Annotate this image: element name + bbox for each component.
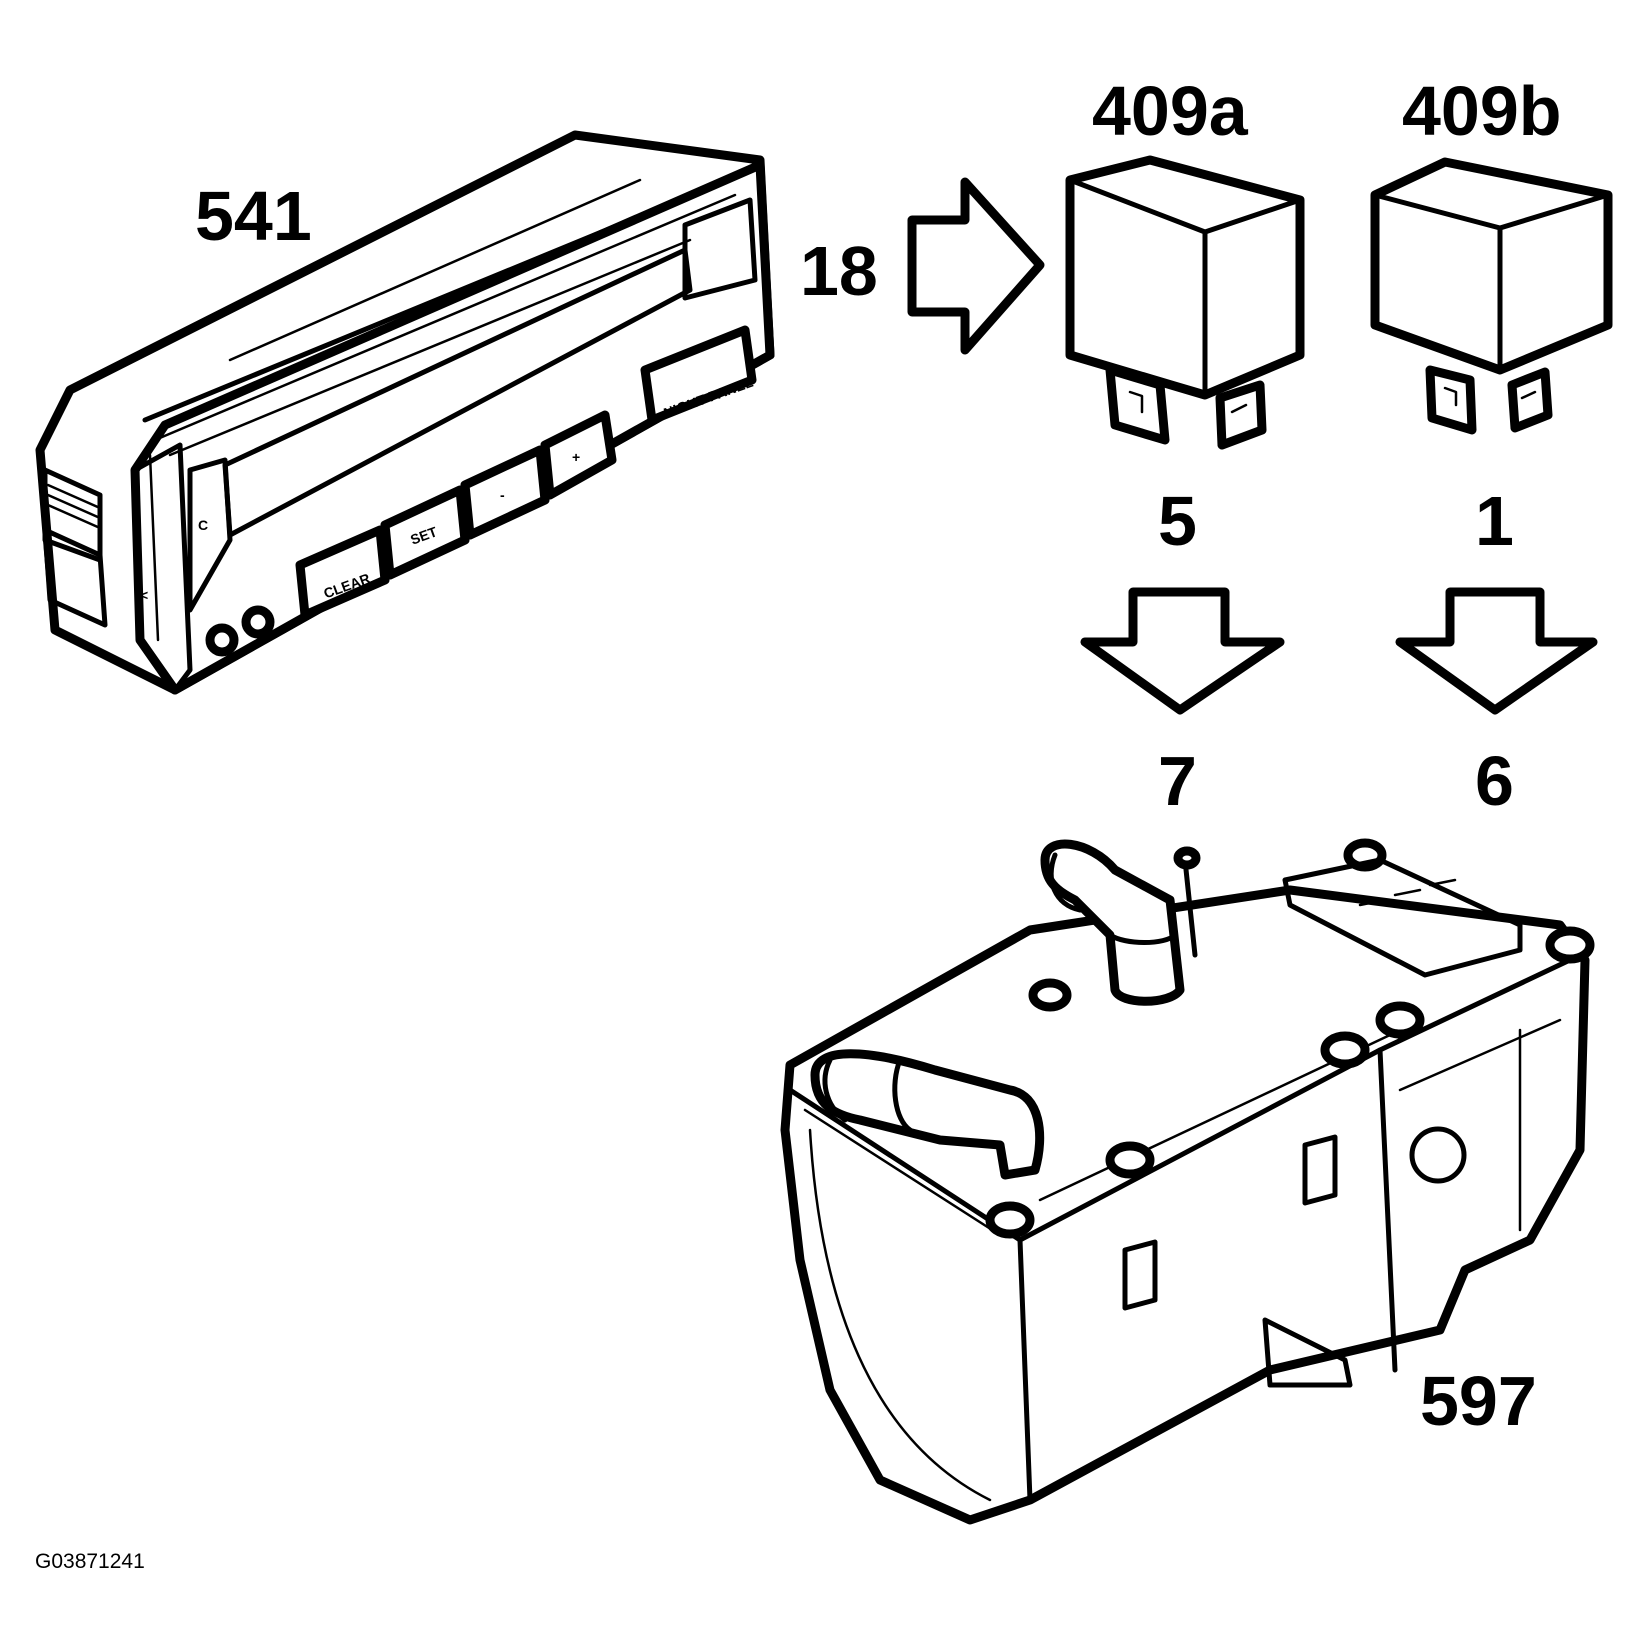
callout-18: 18 xyxy=(800,232,878,310)
callout-1: 1 xyxy=(1475,482,1514,560)
night-panel-button[interactable] xyxy=(640,325,757,425)
relay-409a xyxy=(1065,155,1305,450)
relay-409b xyxy=(1370,157,1613,435)
callout-5: 5 xyxy=(1158,482,1197,560)
plus-button[interactable] xyxy=(540,410,617,500)
minus-button[interactable] xyxy=(460,445,550,540)
callout-409b: 409b xyxy=(1402,72,1562,150)
minus-button-label: - xyxy=(500,487,505,503)
knob-left[interactable] xyxy=(205,623,239,657)
heater-597 xyxy=(780,838,1595,1525)
arrow-down-icon xyxy=(1080,587,1285,715)
arrow-right-icon xyxy=(907,177,1045,355)
callout-409a: 409a xyxy=(1092,72,1249,150)
callout-541: 541 xyxy=(195,177,312,255)
set-button[interactable] xyxy=(380,485,470,580)
c-symbol: C xyxy=(198,517,208,533)
callout-6: 6 xyxy=(1475,742,1514,820)
arrow-down-icon xyxy=(1395,587,1598,715)
control-panel-541: C < CLEAR SET - + NIGHT PANEL xyxy=(35,130,775,695)
figure-code: G03871241 xyxy=(35,1550,145,1573)
callout-7: 7 xyxy=(1158,742,1197,820)
clear-button[interactable] xyxy=(295,525,390,620)
knob-right[interactable] xyxy=(241,605,275,639)
callout-597: 597 xyxy=(1420,1362,1537,1440)
plus-button-label: + xyxy=(572,449,580,465)
chevron-left-icon: < xyxy=(140,587,148,603)
